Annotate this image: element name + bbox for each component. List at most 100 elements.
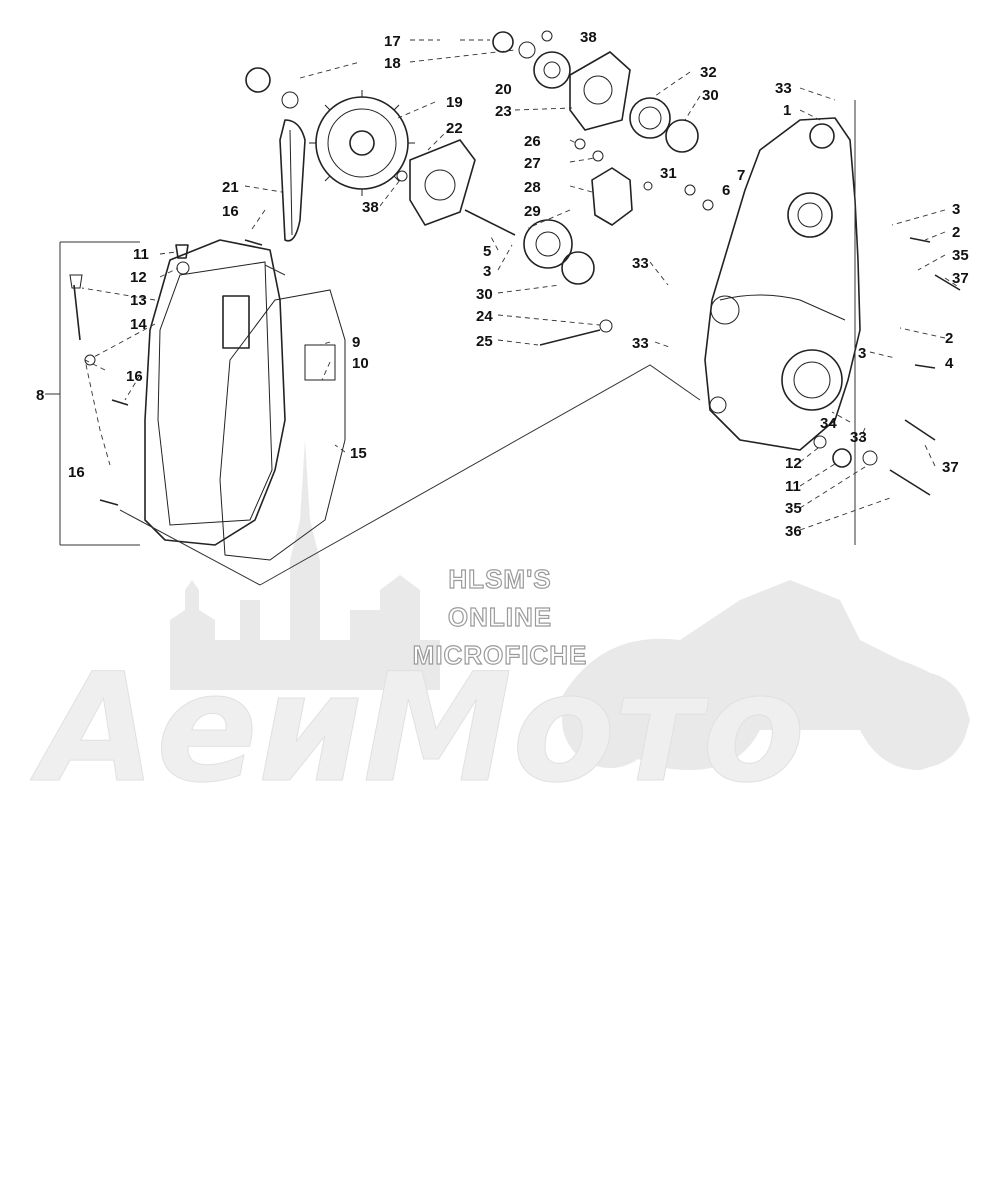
o-ring-14 — [84, 354, 96, 366]
nut-26 — [574, 138, 586, 150]
callout-16-mid: 16 — [126, 368, 143, 385]
callout-25: 25 — [476, 333, 493, 350]
o-ring-30-upper — [665, 119, 699, 153]
shaft-5 — [464, 209, 516, 236]
callout-26: 26 — [524, 133, 541, 150]
callout-33-mid: 33 — [632, 255, 649, 272]
callout-14: 14 — [130, 316, 147, 333]
callout-10: 10 — [352, 355, 369, 372]
bolt-37-upper — [934, 274, 961, 291]
sprocket-20 — [533, 51, 571, 89]
bearing-plate-22-hole — [424, 169, 456, 201]
bolt-37-lower — [904, 419, 936, 441]
cover-window — [222, 295, 250, 349]
callout-11-left: 11 — [133, 246, 149, 263]
bolt-25 — [539, 329, 601, 346]
callout-22: 22 — [446, 120, 463, 137]
callout-34: 34 — [820, 415, 837, 432]
callout-29: 29 — [524, 203, 541, 220]
bearing-plate-23 — [569, 51, 631, 131]
callout-3-lower: 3 — [858, 345, 866, 362]
callout-6: 6 — [722, 182, 730, 199]
sprocket-19-hub — [349, 130, 375, 156]
callout-labels: 17 18 38 20 23 32 30 33 1 19 22 26 27 31… — [36, 29, 969, 540]
callout-31: 31 — [660, 165, 677, 182]
washer-18-top — [518, 41, 536, 59]
callout-38-top: 38 — [580, 29, 597, 46]
watermark-skyline — [170, 440, 440, 690]
callout-3-right: 3 — [952, 201, 960, 218]
bolt-2-upper — [909, 237, 931, 243]
watermark-wheel-left — [562, 672, 658, 768]
callout-2-upper: 2 — [952, 224, 960, 241]
dipstick-cap — [69, 274, 83, 289]
nut-38-mid — [396, 170, 408, 182]
dipstick-13 — [73, 284, 81, 341]
chain-21 — [279, 119, 306, 242]
leader-lines — [45, 39, 961, 586]
washer-24 — [599, 319, 613, 333]
bolt-36 — [889, 469, 931, 496]
callout-27: 27 — [524, 155, 541, 172]
callout-37-upper: 37 — [952, 270, 969, 287]
housing-upper-bore — [787, 192, 833, 238]
callout-12-right: 12 — [785, 455, 802, 472]
decal-9-10 — [304, 344, 336, 381]
nut-17-left — [245, 67, 271, 93]
housing-lower-bore — [781, 349, 843, 411]
sprocket-19-web — [327, 108, 397, 178]
watermark-line-2: ONLINE — [448, 602, 552, 632]
callout-30-lower: 30 — [476, 286, 493, 303]
bearing-32-inner — [638, 106, 662, 130]
bolt-4 — [914, 364, 936, 369]
callout-13: 13 — [130, 292, 147, 309]
callout-33-bottom: 33 — [850, 429, 867, 446]
callout-3-left: 3 — [483, 263, 491, 280]
callout-24: 24 — [476, 308, 493, 325]
callout-23: 23 — [495, 103, 512, 120]
washer-35-lower — [862, 450, 878, 466]
callout-12-left: 12 — [130, 269, 147, 286]
gasket-15 — [219, 289, 346, 561]
nut-7 — [684, 184, 696, 196]
cover-gasket-edge — [157, 261, 273, 526]
callout-19: 19 — [446, 94, 463, 111]
watermark-motorcycle — [560, 580, 970, 770]
callout-2-lower: 2 — [945, 330, 953, 347]
washer-6 — [702, 199, 714, 211]
chain-21-links — [289, 129, 293, 236]
housing-upper-bore-inner — [797, 202, 823, 228]
plug-11-right — [832, 448, 852, 468]
bearing-29 — [523, 219, 573, 269]
watermark-wheel-right — [872, 672, 968, 768]
callout-36: 36 — [785, 523, 802, 540]
tensioner-arm-28 — [591, 167, 633, 226]
bearing-29-inner — [535, 231, 561, 257]
callout-17-top: 17 — [384, 33, 401, 50]
screw-16-bottom — [99, 499, 119, 506]
callout-15: 15 — [350, 445, 367, 462]
nut-17 — [492, 31, 514, 53]
callout-35-upper: 35 — [952, 247, 969, 264]
callout-16-bottom: 16 — [68, 464, 85, 481]
o-ring-30-lower — [561, 251, 595, 285]
sprocket-20-hub — [543, 61, 561, 79]
housing-mount-boss — [710, 295, 740, 325]
callout-4: 4 — [945, 355, 954, 372]
callout-8: 8 — [36, 387, 44, 404]
callout-32: 32 — [700, 64, 717, 81]
washer-18-left — [281, 91, 299, 109]
chaincase-cover — [144, 239, 286, 546]
callout-35-lower: 35 — [785, 500, 802, 517]
callout-18-top: 18 — [384, 55, 401, 72]
watermark: АеиМото HLSM'S ONLINE MICROFICHE — [30, 440, 970, 817]
callout-38-mid: 38 — [362, 199, 379, 216]
sprocket-19 — [315, 96, 409, 190]
callout-37-lower: 37 — [942, 459, 959, 476]
watermark-line-3: MICROFICHE — [413, 640, 588, 670]
callout-33-top: 33 — [775, 80, 792, 97]
callout-1: 1 — [783, 102, 791, 119]
bearing-plate-23-hole — [583, 75, 613, 105]
washer-12-left — [176, 261, 190, 275]
parts-illustration — [69, 30, 961, 561]
